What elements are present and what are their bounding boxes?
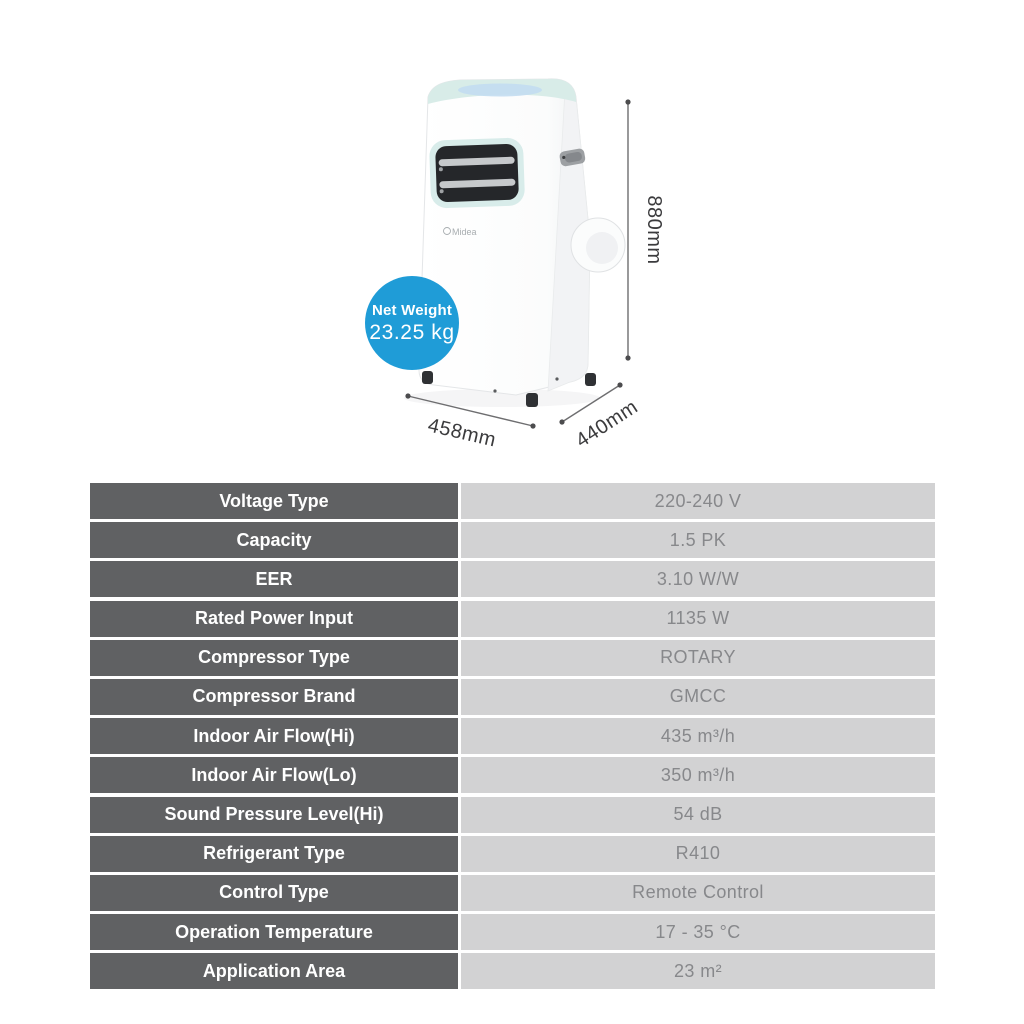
spec-label: Voltage Type	[90, 483, 458, 519]
table-row: Application Area 23 m²	[90, 953, 935, 990]
dimension-line-width	[407, 395, 534, 427]
spec-table: Voltage Type 220-240 V Capacity 1.5 PK E…	[90, 483, 935, 992]
table-row: Refrigerant Type R410	[90, 835, 935, 872]
table-row: EER 3.10 W/W	[90, 561, 935, 598]
dimension-lines	[407, 102, 629, 427]
spec-label: Capacity	[90, 522, 458, 559]
handle-recess	[559, 148, 586, 167]
table-row: Operation Temperature 17 - 35 °C	[90, 914, 935, 951]
spec-label: Rated Power Input	[90, 600, 458, 637]
spec-value: 220-240 V	[461, 483, 935, 519]
net-weight-title: Net Weight	[371, 301, 453, 319]
dimension-line-depth	[561, 384, 621, 423]
spec-label: Compressor Type	[90, 639, 458, 676]
exhaust-port	[570, 217, 626, 273]
table-row: Capacity 1.5 PK	[90, 522, 935, 559]
brand-logo-text: Midea	[452, 227, 477, 237]
spec-value: 435 m³/h	[461, 718, 935, 755]
spec-value: 17 - 35 °C	[461, 914, 935, 951]
table-row: Compressor Type ROTARY	[90, 639, 935, 676]
table-row: Indoor Air Flow(Lo) 350 m³/h	[90, 757, 935, 794]
spec-value: ROTARY	[461, 639, 935, 676]
spec-value: R410	[461, 835, 935, 872]
table-row: Rated Power Input 1135 W	[90, 600, 935, 637]
table-row: Voltage Type 220-240 V	[90, 483, 935, 519]
spec-value: 350 m³/h	[461, 757, 935, 794]
table-row: Compressor Brand GMCC	[90, 678, 935, 715]
table-row: Sound Pressure Level(Hi) 54 dB	[90, 796, 935, 833]
spec-value: 54 dB	[461, 796, 935, 833]
vent-grille	[429, 137, 525, 209]
net-weight-value: 23.25 kg	[369, 320, 455, 344]
brand-logo: Midea	[443, 227, 477, 237]
spec-label: Indoor Air Flow(Lo)	[90, 757, 458, 794]
spec-label: Operation Temperature	[90, 914, 458, 951]
spec-label: Control Type	[90, 874, 458, 911]
spec-label: Refrigerant Type	[90, 835, 458, 872]
ground-shadow	[404, 389, 600, 407]
spec-value: 1135 W	[461, 600, 935, 637]
spec-value: 1.5 PK	[461, 522, 935, 559]
spec-label: Indoor Air Flow(Hi)	[90, 718, 458, 755]
spec-label: Sound Pressure Level(Hi)	[90, 796, 458, 833]
spec-value: 23 m²	[461, 953, 935, 990]
spec-label: Compressor Brand	[90, 678, 458, 715]
dimension-line-dots	[405, 99, 631, 429]
spec-value: Remote Control	[461, 874, 935, 911]
table-row: Indoor Air Flow(Hi) 435 m³/h	[90, 718, 935, 755]
spec-value: 3.10 W/W	[461, 561, 935, 598]
net-weight-badge: Net Weight 23.25 kg	[365, 276, 459, 370]
table-row: Control Type Remote Control	[90, 874, 935, 911]
spec-value: GMCC	[461, 678, 935, 715]
ac-unit-illustration: Midea	[404, 78, 631, 429]
top-vent-glow	[458, 83, 542, 97]
ac-side-panel	[547, 89, 591, 392]
dimension-label-height: 880mm	[643, 195, 665, 265]
caster-wheels	[422, 371, 596, 407]
spec-label: EER	[90, 561, 458, 598]
spec-label: Application Area	[90, 953, 458, 990]
